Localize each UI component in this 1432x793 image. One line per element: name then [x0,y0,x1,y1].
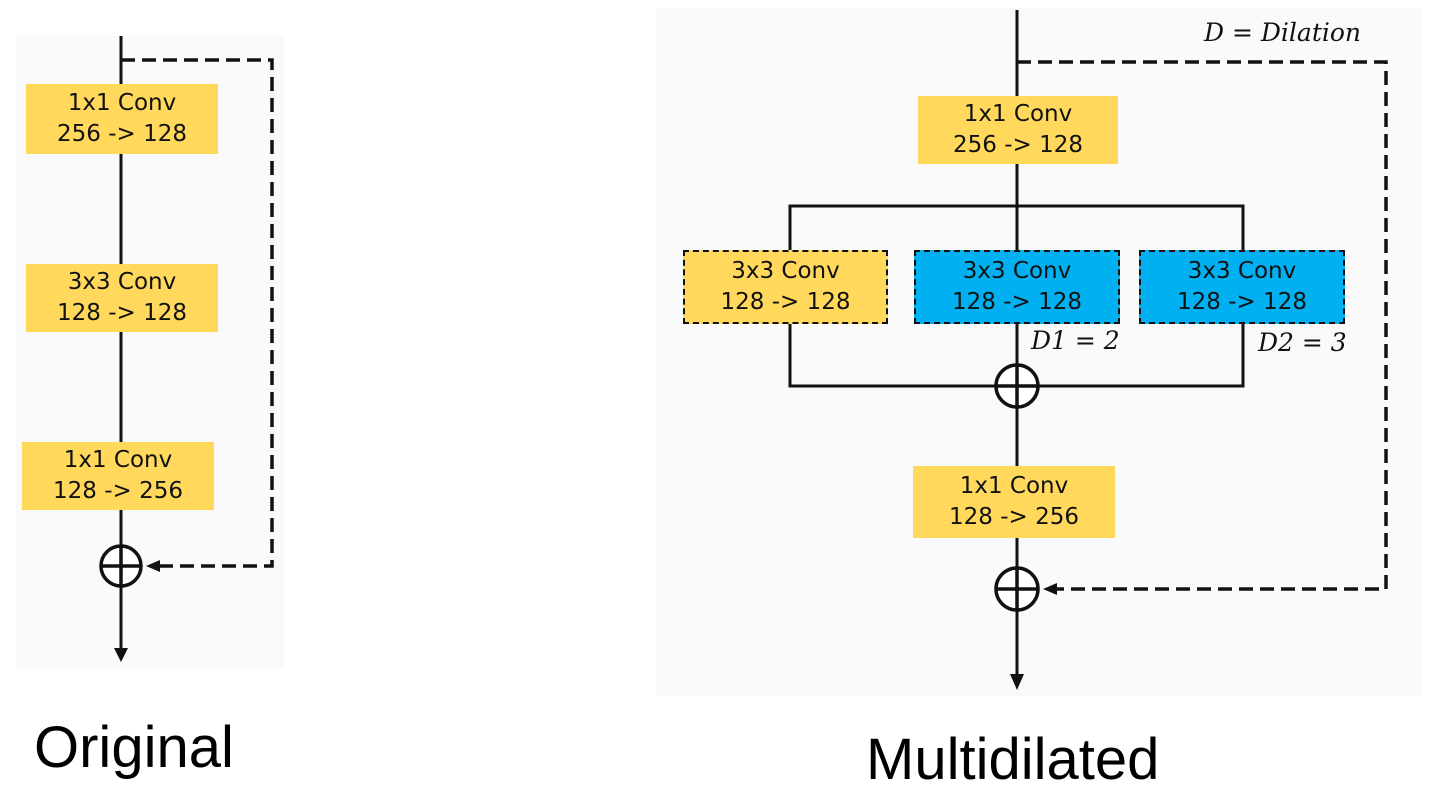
block-line2: 128 -> 128 [952,289,1082,315]
block-line2: 128 -> 128 [57,300,187,326]
block-line1: 1x1 Conv [63,447,173,473]
multi-skip-arrowhead [1043,583,1057,595]
block-line2: 128 -> 128 [720,289,851,315]
multi-branch-conv-3x3-dilation-2: 3x3 Conv 128 -> 128 [914,250,1120,324]
block-line2: 128 -> 128 [1177,289,1307,315]
multi-branch-conv-3x3-dilation-3: 3x3 Conv 128 -> 128 [1139,250,1345,324]
caption-original: Original [34,715,234,780]
multi-residual-add-icon [994,566,1040,612]
block-line2: 128 -> 256 [949,504,1079,530]
original-conv-3x3: 3x3 Conv 128 -> 128 [26,264,218,332]
block-line2: 256 -> 128 [953,132,1083,158]
dilation-legend: D = Dilation [1204,18,1362,47]
block-line1: 1x1 Conv [67,90,177,116]
multi-output-arrowhead [1010,674,1024,690]
block-line1: 3x3 Conv [962,258,1072,284]
block-line2: 256 -> 128 [57,121,187,147]
original-output-arrowhead [114,648,128,662]
original-conv-1x1-reduce: 1x1 Conv 256 -> 128 [26,84,218,154]
block-line1: 3x3 Conv [1187,258,1297,284]
original-skip-connection [121,58,274,568]
multi-skip-connection [1017,60,1388,591]
block-line1: 3x3 Conv [67,269,177,295]
block-line1: 1x1 Conv [959,473,1069,499]
multi-conv-1x1-reduce: 1x1 Conv 256 -> 128 [918,96,1118,164]
multi-branch-conv-3x3-standard: 3x3 Conv 128 -> 128 [683,250,888,324]
multi-conv-1x1-expand: 1x1 Conv 128 -> 256 [913,466,1115,538]
multi-branch-split [788,204,1245,250]
block-line1: 3x3 Conv [731,258,840,284]
block-line2: 128 -> 256 [53,478,183,504]
dilation-label-d2: D2 = 3 [1258,328,1347,357]
original-conv-1x1-expand: 1x1 Conv 128 -> 256 [22,442,214,510]
original-add-icon [99,544,143,588]
dilation-label-d1: D1 = 2 [1031,326,1120,355]
multi-branch-add-icon [994,363,1040,409]
original-skip-arrowhead [146,560,160,572]
caption-multidilated: Multidilated [866,727,1160,792]
block-line1: 1x1 Conv [963,101,1073,127]
